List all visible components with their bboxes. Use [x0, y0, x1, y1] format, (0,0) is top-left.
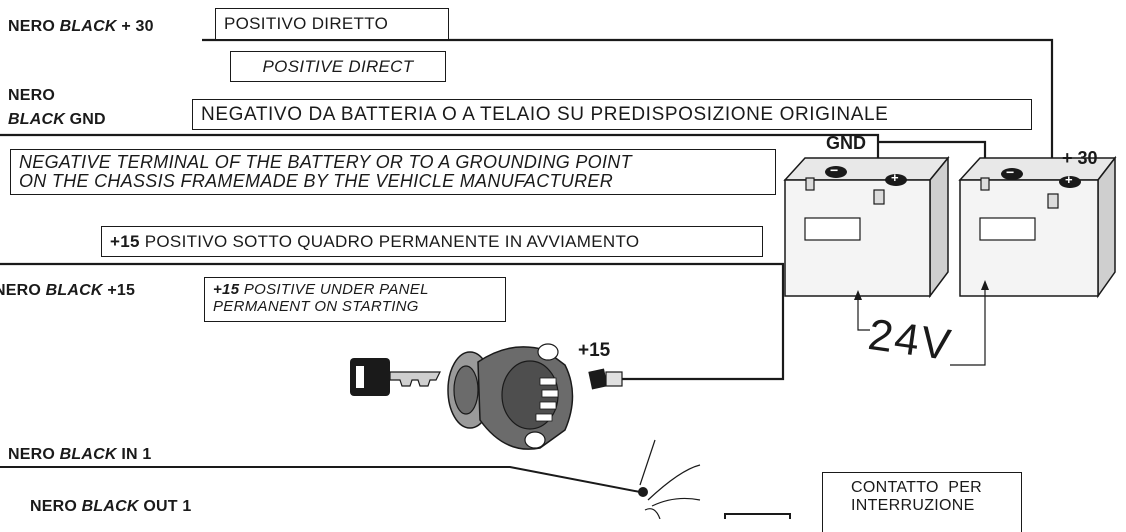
battery-left-plus-icon: + — [891, 170, 899, 185]
box-positive-direct: POSITIVE DIRECT — [230, 51, 446, 82]
box-text-rest: POSITIVO SOTTO QUADRO PERMANENTE IN AVVI… — [139, 232, 640, 251]
battery-right — [958, 155, 1117, 299]
box-contatto: CONTATTO PER INTERRUZIONE — [822, 472, 1022, 532]
box-text-bold: +15 — [213, 281, 240, 298]
label-text: NERO — [0, 282, 42, 299]
label-text: OUT 1 — [138, 498, 192, 515]
battery-right-minus-icon: − — [1006, 164, 1015, 180]
box-text: +15 POSITIVO SOTTO QUADRO PERMANENTE IN … — [110, 227, 754, 250]
battery-left-minus-icon: − — [830, 162, 839, 178]
label-text-italic: BLACK — [81, 498, 139, 515]
voltage-bracket-left — [857, 296, 870, 331]
label-wire-plus30: NERO BLACK + 30 — [8, 18, 154, 36]
label-text-italic: BLACK — [8, 111, 65, 128]
label-text-italic: BLACK — [45, 282, 103, 299]
label-text: NERO — [8, 446, 60, 463]
box-text: NEGATIVO DA BATTERIA O A TELAIO SU PREDI… — [201, 104, 889, 125]
label-text: NERO — [8, 87, 56, 104]
gnd-label: GND — [826, 133, 866, 153]
box-negativo: NEGATIVO DA BATTERIA O A TELAIO SU PREDI… — [192, 99, 1032, 130]
label-text: GND — [65, 111, 106, 128]
box-plus15-en: +15 POSITIVE UNDER PANEL PERMANENT ON ST… — [204, 277, 506, 322]
relay-contact — [638, 439, 701, 519]
wire-in1 — [0, 466, 641, 493]
label-text: + 30 — [116, 18, 154, 35]
box-text: INTERRUZIONE — [851, 497, 975, 514]
wire-out1 — [724, 513, 791, 519]
label-wire-out1: NERO BLACK OUT 1 — [30, 498, 191, 516]
label-text-italic: BLACK — [59, 446, 117, 463]
label-text: +15 — [102, 282, 136, 299]
label-text: NERO — [8, 18, 60, 35]
box-text: PERMANENT ON STARTING — [213, 298, 419, 315]
wire-plus30 — [202, 38, 1054, 199]
box-text: POSITIVE DIRECT — [262, 57, 414, 76]
box-text-rest: POSITIVE UNDER PANEL — [239, 281, 429, 298]
voltage-bracket-right — [950, 284, 986, 366]
box-text: +15 POSITIVE UNDER PANEL — [213, 278, 497, 298]
box-text: POSITIVO DIRETTO — [224, 14, 389, 33]
plus15-connector — [588, 368, 623, 390]
battery-right-plus-icon: + — [1065, 172, 1073, 187]
box-text-bold: +15 — [110, 232, 140, 251]
box-text: CONTATTO PER — [851, 479, 983, 496]
battery-left — [783, 155, 950, 299]
ignition-plus15-label: +15 — [578, 340, 611, 361]
plus30-label: + 30 — [1062, 148, 1098, 168]
box-plus15-it: +15 POSITIVO SOTTO QUADRO PERMANENTE IN … — [101, 226, 763, 257]
label-wire-in1: NERO BLACK IN 1 — [8, 446, 151, 464]
label-text-italic: BLACK — [59, 18, 117, 35]
box-text: ON THE CHASSIS FRAMEMADE BY THE VEHICLE … — [19, 171, 614, 191]
wiring-diagram — [0, 38, 1117, 519]
box-negative-en: NEGATIVE TERMINAL OF THE BATTERY OR TO A… — [10, 149, 776, 195]
wire-plus15 — [0, 262, 785, 381]
box-text: NEGATIVE TERMINAL OF THE BATTERY OR TO A… — [19, 152, 632, 172]
label-wire-gnd: NERO BLACK GND — [8, 84, 106, 132]
label-wire-plus15: NERO BLACK +15 — [0, 282, 135, 300]
label-text: NERO — [30, 498, 82, 515]
box-positivo-diretto: POSITIVO DIRETTO — [215, 8, 449, 40]
ignition-switch — [350, 343, 574, 450]
label-text: IN 1 — [116, 446, 152, 463]
